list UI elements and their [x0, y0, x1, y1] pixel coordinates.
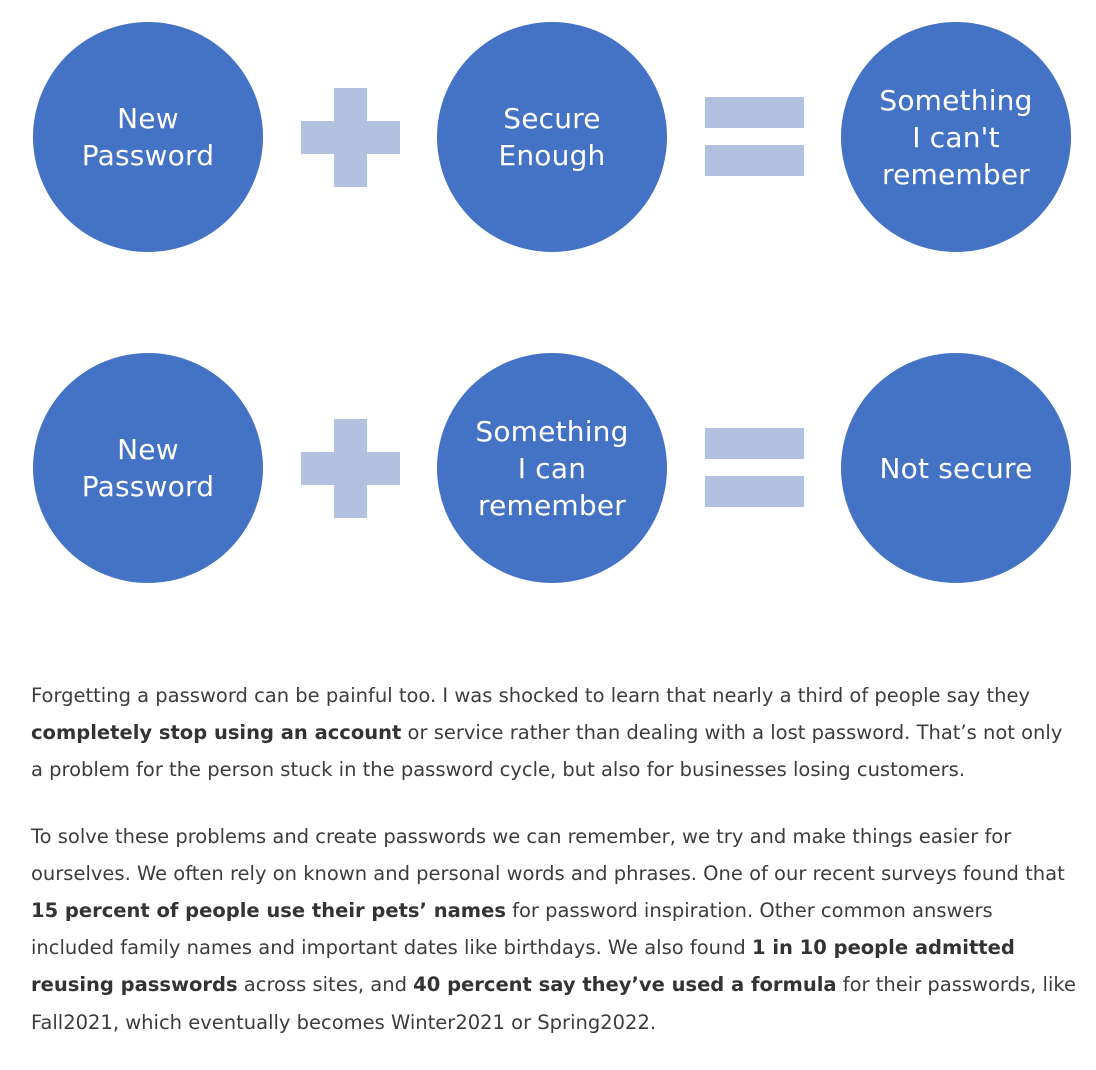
circle-something-i-cant-remember: Something I can't remember [841, 22, 1071, 252]
paragraph-text: for their passwords, like Fall2021, whic… [31, 973, 1076, 1034]
password-equation-diagram: New Password Secure Enough Something I c… [33, 22, 1071, 583]
paragraph-forgetting-password: Forgetting a password can be painful too… [31, 677, 1076, 789]
plus-vertical-bar [334, 419, 367, 518]
highlight-formula: 40 percent say they’ve used a formula [413, 973, 837, 997]
circle-new-password-1: New Password [33, 22, 263, 252]
circle-not-secure: Not secure [841, 353, 1071, 583]
equals-icon [705, 97, 804, 177]
equals-icon [705, 428, 804, 508]
circle-label: New Password [81, 102, 215, 172]
plus-icon [301, 88, 400, 187]
paragraph-text: Forgetting a password can be painful too… [31, 684, 1031, 707]
circle-label: New Password [81, 433, 215, 503]
circle-label: Not secure [879, 451, 1033, 485]
plus-icon [301, 419, 400, 518]
circle-secure-enough: Secure Enough [437, 22, 667, 252]
circle-label: Something I can remember [475, 414, 629, 522]
plus-vertical-bar [334, 88, 367, 187]
circle-label: Secure Enough [498, 102, 606, 172]
equals-bottom-bar [705, 145, 804, 176]
highlight-pets-names: 15 percent of people use their pets’ nam… [31, 899, 506, 923]
article-body: Forgetting a password can be painful too… [31, 677, 1076, 1070]
equals-bottom-bar [705, 476, 804, 507]
equals-top-bar [705, 97, 804, 128]
paragraph-text: or service rather than dealing with a lo… [31, 721, 1063, 782]
circle-new-password-2: New Password [33, 353, 263, 583]
circle-label: Something I can't remember [879, 83, 1033, 191]
paragraph-text: for password inspiration. Other common a… [31, 899, 993, 960]
equals-top-bar [705, 428, 804, 459]
paragraph-solve-problems: To solve these problems and create passw… [31, 818, 1076, 1041]
paragraph-text: To solve these problems and create passw… [31, 824, 1065, 885]
highlight-stop-using-account: completely stop using an account [31, 721, 402, 745]
highlight-reusing-passwords: 1 in 10 people admitted reusing password… [31, 936, 1015, 997]
paragraph-text: across sites, and [237, 973, 414, 997]
circle-something-i-can-remember: Something I can remember [437, 353, 667, 583]
